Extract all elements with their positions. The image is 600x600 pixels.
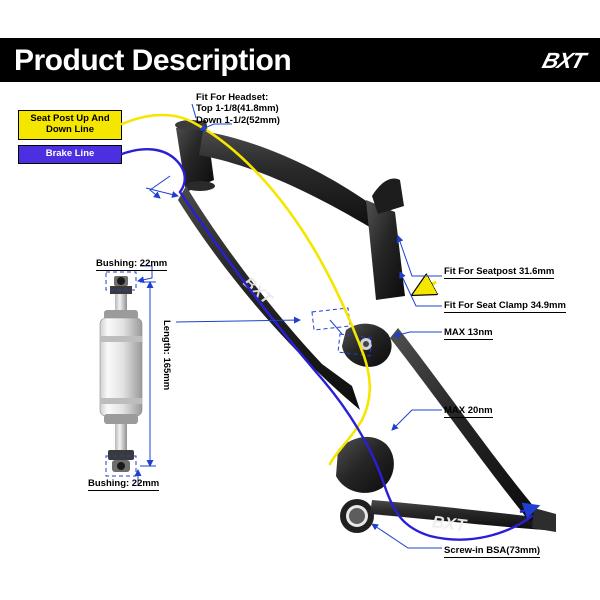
brake-line-arrow xyxy=(519,502,541,519)
seat-post-line-path xyxy=(120,113,372,466)
callout-seat-clamp: Fit For Seat Clamp 34.9mm xyxy=(444,300,566,314)
legend-brake-line: Brake Line xyxy=(18,145,122,164)
callout-max-20nm: MAX 20nm xyxy=(444,405,493,419)
callout-shock-length: Length: 165mm xyxy=(161,320,172,391)
header-bar xyxy=(0,38,600,82)
legend-brake-label: Brake Line xyxy=(45,148,95,159)
callout-bushing-bottom: Bushing: 22mm xyxy=(88,478,160,492)
callout-bushing-top: Bushing: 22mm xyxy=(96,258,168,272)
callout-max-13nm: MAX 13nm xyxy=(444,327,493,341)
callout-seatpost-diameter: Fit For Seatpost 31.6mm xyxy=(444,266,555,280)
bicycle-frame-illustration: BXT BXT xyxy=(175,120,556,535)
seatpost-yellow-arrow xyxy=(414,282,436,294)
bb-decal: BXT xyxy=(431,512,469,535)
page-title: Product Description xyxy=(14,44,292,77)
callout-headset: Fit For Headset: Top 1-1/8(41.8mm) Down … xyxy=(196,92,280,126)
callout-screw-in-bsa: Screw-in BSA(73mm) xyxy=(444,545,541,559)
legend-seat-post-line: Seat Post Up And Down Line xyxy=(18,110,122,140)
callout-headset-line-3: Down 1-1/2(52mm) xyxy=(196,114,280,126)
callout-headset-line-1: Fit For Headset: xyxy=(196,92,269,103)
brake-line-path xyxy=(120,148,534,541)
shock-absorber-illustration xyxy=(99,265,156,486)
legend-seat-post-label: Seat Post Up And Down Line xyxy=(30,113,110,135)
callout-headset-line-2: Top 1-1/8(41.8mm) xyxy=(196,103,279,115)
callout-leaders xyxy=(145,103,442,549)
